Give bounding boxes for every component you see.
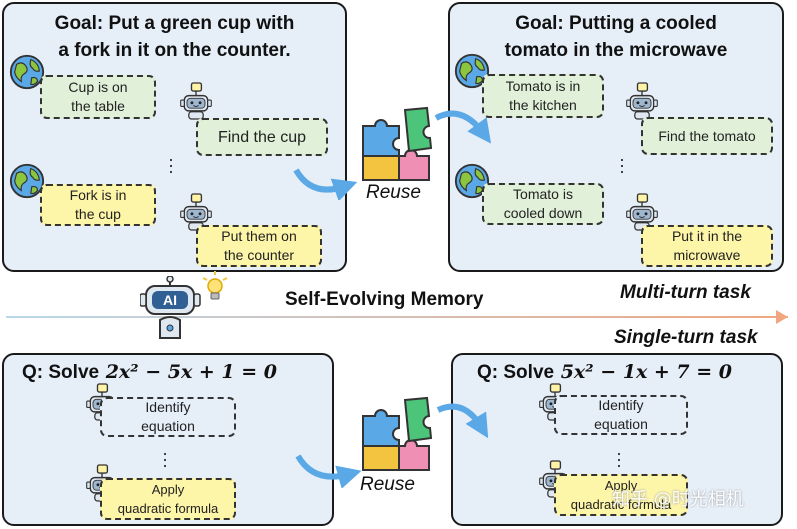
single-turn-label: Single-turn task — [614, 327, 758, 348]
reuse-label: Reuse — [366, 182, 421, 203]
robot-icon — [178, 82, 214, 120]
question-title: Q: Solve 2x² − 5x + 1 = 0 — [22, 361, 277, 384]
ellipsis-dots: ... — [619, 145, 625, 177]
question-prefix: Q: Solve — [22, 362, 100, 383]
puzzle-icon — [358, 394, 440, 474]
ellipsis-dots: ... — [616, 439, 622, 471]
multi-turn-label: Multi-turn task — [620, 282, 751, 303]
observation-bubble: Tomato is cooled down — [482, 183, 604, 225]
ai-label: AI — [163, 292, 177, 308]
question-equation: 2x² − 5x + 1 = 0 — [105, 361, 278, 383]
reuse-arrow-out — [434, 110, 492, 144]
reuse-arrow-in — [293, 168, 358, 200]
observation-bubble: Fork is in the cup — [40, 184, 156, 226]
memory-timeline — [6, 316, 788, 318]
lightbulb-icon — [202, 271, 228, 300]
timeline-arrowhead-icon — [776, 310, 788, 324]
reuse-arrow-out — [436, 403, 489, 439]
step-bubble: Apply quadratic formula — [554, 474, 688, 516]
reuse-arrow-in — [295, 454, 362, 488]
action-bubble: Find the cup — [196, 118, 328, 156]
action-bubble: Put them on the counter — [196, 225, 322, 267]
memory-title: Self-Evolving Memory — [285, 289, 484, 310]
watermark: 知乎 @时光相机 — [612, 489, 744, 510]
question-title: Q: Solve 5x² − 1x + 7 = 0 — [477, 361, 732, 384]
ai-robot-icon: AI — [139, 275, 204, 342]
puzzle-icon — [358, 104, 440, 184]
observation-bubble: Tomato is in the kitchen — [482, 74, 604, 118]
goal-title: Goal: Put a green cup with a fork in it … — [54, 13, 295, 61]
step-bubble: Apply quadratic formula — [100, 478, 236, 520]
question-equation: 5x² − 1x + 7 = 0 — [560, 361, 733, 383]
ellipsis-dots: ... — [162, 439, 168, 471]
robot-icon — [624, 82, 660, 120]
question-prefix: Q: Solve — [477, 362, 555, 383]
action-bubble: Put it in the microwave — [641, 225, 773, 267]
step-bubble: Identify equation — [554, 395, 688, 435]
ellipsis-dots: ... — [168, 145, 174, 177]
step-bubble: Identify equation — [100, 397, 236, 437]
observation-bubble: Cup is on the table — [40, 75, 156, 119]
action-bubble: Find the tomato — [641, 117, 773, 155]
goal-title: Goal: Putting a cooled tomato in the mic… — [504, 13, 728, 61]
reuse-label: Reuse — [360, 474, 415, 495]
